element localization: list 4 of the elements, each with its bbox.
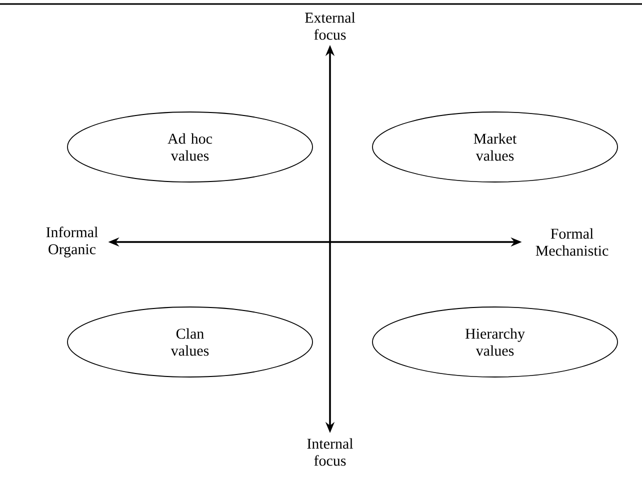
axis-label: Internal focus: [307, 438, 354, 466]
axis-label: Formal Mechanistic: [536, 228, 608, 256]
axis-label: External focus: [305, 12, 356, 40]
axis-label: Informal Organic: [46, 226, 98, 258]
